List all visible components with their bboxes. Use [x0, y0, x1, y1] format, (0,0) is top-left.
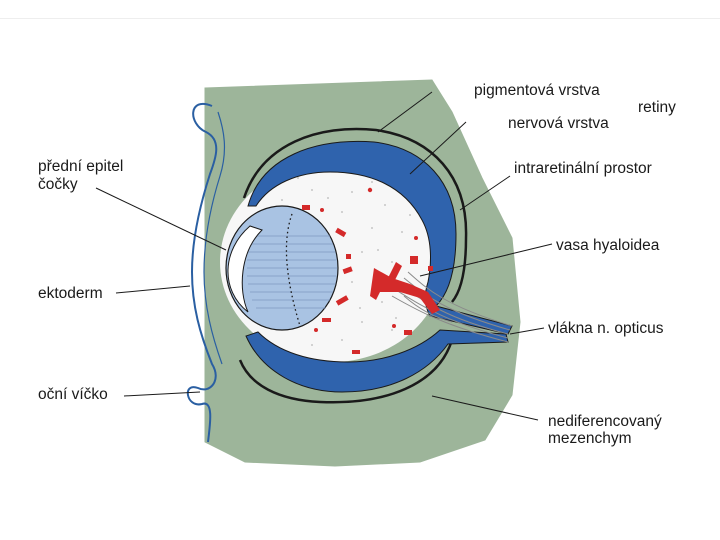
- ectoderm-inner-outline: [203, 111, 226, 365]
- label-retina: retiny: [638, 99, 676, 116]
- label-pigment-layer: pigmentová vrstva: [474, 82, 600, 99]
- anterior-lens-epithelium: [227, 225, 263, 313]
- ectoderm-outline: [187, 102, 218, 443]
- pigment-layer: [242, 127, 468, 303]
- pigment-layer-lower: [238, 339, 454, 404]
- lens-fibers: [247, 235, 337, 309]
- neural-retina-lower: [245, 329, 509, 393]
- label-mesenchyme-line2: mezenchym: [548, 430, 632, 447]
- leader-lines: [95, 91, 553, 421]
- label-lens-epithelium-line2: čočky: [38, 176, 78, 193]
- vitreous-speckle: [261, 177, 411, 346]
- label-intraretinal-space: intraretinální prostor: [514, 160, 652, 177]
- label-ectoderm: ektoderm: [38, 285, 103, 302]
- label-eyelid: oční víčko: [38, 386, 108, 403]
- label-optic-nerve-fibers: vlákna n. opticus: [548, 320, 664, 337]
- optic-nerve-fibers: [391, 271, 513, 343]
- hyaloid-vessels: [302, 187, 440, 354]
- label-lens-epithelium-line1: přední epitel: [38, 158, 124, 175]
- lens-nuclear-dots: [285, 213, 301, 327]
- label-mesenchyme-line1: nediferencovaný: [548, 413, 662, 430]
- label-neural-layer: nervová vrstva: [508, 115, 609, 132]
- label-hyaloid-vessels: vasa hyaloidea: [556, 237, 660, 254]
- neural-retina-upper: [247, 140, 513, 335]
- top-divider: [0, 18, 720, 19]
